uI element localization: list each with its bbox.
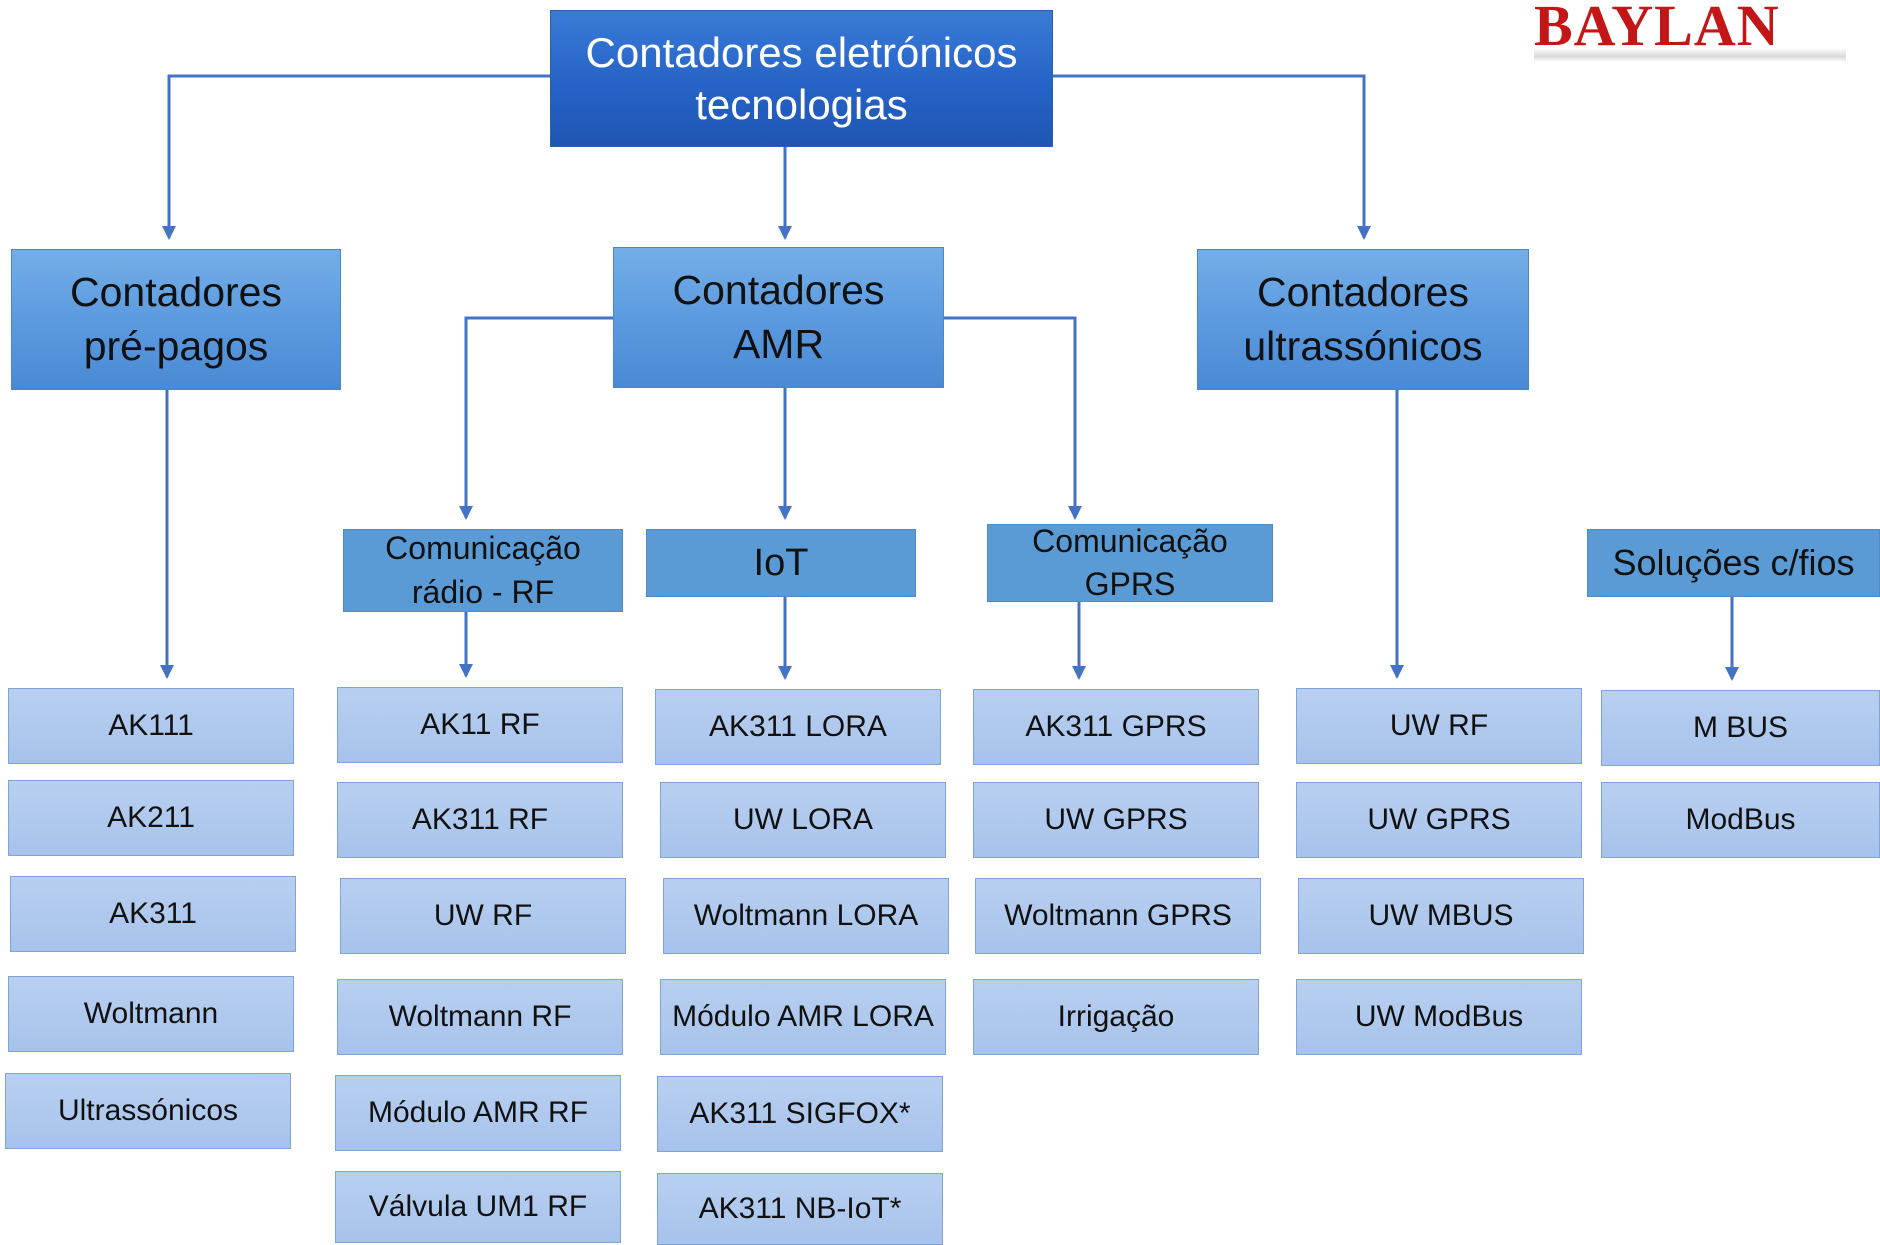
leaf-prepaid-item: AK311 bbox=[10, 876, 296, 952]
leaf-label: AK211 bbox=[107, 801, 195, 834]
leaf-label: AK111 bbox=[108, 709, 194, 742]
connector-root-right-arrowhead bbox=[1357, 226, 1371, 240]
subcategory-gprs-line2: GPRS bbox=[1084, 566, 1176, 602]
leaf-prepaid-item: AK211 bbox=[8, 780, 294, 856]
connector-wired-leaves-arrowhead bbox=[1725, 667, 1739, 681]
leaf-prepaid-item: AK111 bbox=[8, 688, 294, 764]
leaf-label: UW GPRS bbox=[1044, 803, 1188, 836]
leaf-label: M BUS bbox=[1692, 711, 1788, 744]
subcategory-rf-line2: rádio - RF bbox=[411, 573, 555, 610]
connector-ultrasonic-leaves-arrowhead bbox=[1390, 665, 1404, 679]
root-title-line2: tecnologias bbox=[695, 80, 908, 128]
leaf-gprs-item: UW GPRS bbox=[973, 782, 1259, 858]
leaf-ultrasonic-item: UW RF bbox=[1296, 688, 1582, 764]
leaf-gprs-item: Woltmann GPRS bbox=[975, 878, 1261, 954]
root-title-line1: Contadores eletrónicos bbox=[585, 29, 1018, 77]
connector-gprs-leaves-arrowhead bbox=[1072, 666, 1086, 680]
category-ultrasonic-line1: Contadores bbox=[1257, 269, 1469, 316]
subcategory-wired: Soluções c/fios bbox=[1587, 529, 1880, 597]
subcategory-rf: Comunicação rádio - RF bbox=[343, 529, 623, 612]
leaf-label: AK311 RF bbox=[411, 803, 549, 836]
leaf-label: Módulo AMR LORA bbox=[672, 1000, 934, 1033]
category-prepaid: Contadores pré-pagos bbox=[11, 249, 341, 390]
leaf-wired-item: ModBus bbox=[1601, 782, 1880, 858]
connector-amr-iot-arrowhead bbox=[778, 506, 792, 520]
connector-root-center-arrowhead bbox=[778, 226, 792, 240]
leaf-label: UW ModBus bbox=[1354, 1000, 1524, 1033]
leaf-label: Woltmann GPRS bbox=[1004, 899, 1232, 932]
subcategory-iot-label: IoT bbox=[753, 541, 809, 584]
subcategory-rf-line1: Comunicação bbox=[385, 530, 581, 567]
leaf-label: Módulo AMR RF bbox=[367, 1096, 589, 1129]
category-amr: Contadores AMR bbox=[613, 247, 944, 388]
leaf-prepaid-item: Ultrassónicos bbox=[5, 1073, 291, 1149]
leaf-label: AK311 SIGFOX* bbox=[689, 1097, 911, 1130]
category-prepaid-line1: Contadores bbox=[70, 269, 282, 316]
root-node: Contadores eletrónicos tecnologias bbox=[550, 10, 1053, 147]
connector-root-left-arrowhead bbox=[162, 226, 176, 240]
leaf-iot-item: AK311 SIGFOX* bbox=[657, 1076, 943, 1152]
leaf-ultrasonic-item: UW MBUS bbox=[1298, 878, 1584, 954]
leaf-gprs-item: AK311 GPRS bbox=[973, 689, 1259, 765]
leaf-wired-item: M BUS bbox=[1601, 690, 1880, 766]
leaf-rf-item: Módulo AMR RF bbox=[335, 1075, 621, 1151]
subcategory-gprs: Comunicação GPRS bbox=[987, 523, 1273, 602]
leaf-ultrasonic-item: UW ModBus bbox=[1296, 979, 1582, 1055]
leaf-label: AK311 GPRS bbox=[1025, 710, 1207, 743]
leaf-label: AK11 RF bbox=[420, 708, 540, 741]
leaf-rf-item: AK311 RF bbox=[337, 782, 623, 858]
connector-amr-rf-arrowhead bbox=[459, 506, 473, 520]
leaf-rf-item: Woltmann RF bbox=[337, 979, 623, 1055]
leaf-rf-item: UW RF bbox=[340, 878, 626, 954]
connector-amr-gprs bbox=[944, 316, 1077, 518]
connector-iot-leaves-arrowhead bbox=[778, 666, 792, 680]
subcategory-iot: IoT bbox=[646, 529, 916, 597]
leaf-iot-item: Woltmann LORA bbox=[663, 878, 949, 954]
category-ultrasonic-line2: ultrassónicos bbox=[1243, 322, 1483, 369]
leaf-label: ModBus bbox=[1685, 803, 1796, 836]
connector-rf-leaves-arrowhead bbox=[459, 664, 473, 678]
leaf-label: AK311 bbox=[109, 897, 197, 930]
leaf-ultrasonic-item: UW GPRS bbox=[1296, 782, 1582, 858]
leaf-gprs-item: Irrigação bbox=[973, 979, 1259, 1055]
subcategory-gprs-line1: Comunicação bbox=[1032, 522, 1228, 559]
leaf-label: Woltmann RF bbox=[388, 1000, 572, 1033]
connector-amr-rf bbox=[464, 316, 613, 518]
leaf-label: Ultrassónicos bbox=[57, 1094, 239, 1127]
leaf-label: AK311 NB-IoT* bbox=[698, 1192, 902, 1225]
connector-root-left bbox=[167, 74, 550, 238]
leaf-label: UW LORA bbox=[732, 803, 873, 836]
leaf-label: Válvula UM1 RF bbox=[368, 1190, 588, 1223]
leaf-rf-item: Válvula UM1 RF bbox=[335, 1171, 621, 1243]
subcategory-wired-label: Soluções c/fios bbox=[1612, 542, 1855, 584]
leaf-iot-item: Módulo AMR LORA bbox=[660, 979, 946, 1055]
leaf-label: UW MBUS bbox=[1368, 899, 1514, 932]
logo-reflection bbox=[1534, 48, 1846, 62]
leaf-iot-item: AK311 NB-IoT* bbox=[657, 1173, 943, 1245]
category-amr-line1: Contadores bbox=[672, 267, 885, 314]
leaf-label: UW GPRS bbox=[1367, 803, 1511, 836]
leaf-label: Woltmann bbox=[83, 997, 219, 1030]
leaf-iot-item: UW LORA bbox=[660, 782, 946, 858]
category-prepaid-line2: pré-pagos bbox=[83, 322, 269, 369]
leaf-label: UW RF bbox=[433, 899, 533, 932]
leaf-label: Irrigação bbox=[1057, 1000, 1175, 1033]
leaf-label: AK311 LORA bbox=[709, 710, 887, 743]
leaf-label: Woltmann LORA bbox=[693, 899, 919, 932]
connector-root-right bbox=[1053, 74, 1366, 238]
category-amr-line2: AMR bbox=[732, 320, 825, 367]
leaf-prepaid-item: Woltmann bbox=[8, 976, 294, 1052]
leaf-rf-item: AK11 RF bbox=[337, 687, 623, 763]
connector-prepaid-leaves-arrowhead bbox=[160, 665, 174, 679]
leaf-iot-item: AK311 LORA bbox=[655, 689, 941, 765]
category-ultrasonic: Contadores ultrassónicos bbox=[1197, 249, 1529, 390]
connector-amr-gprs-arrowhead bbox=[1068, 506, 1082, 520]
leaf-label: UW RF bbox=[1389, 709, 1489, 742]
